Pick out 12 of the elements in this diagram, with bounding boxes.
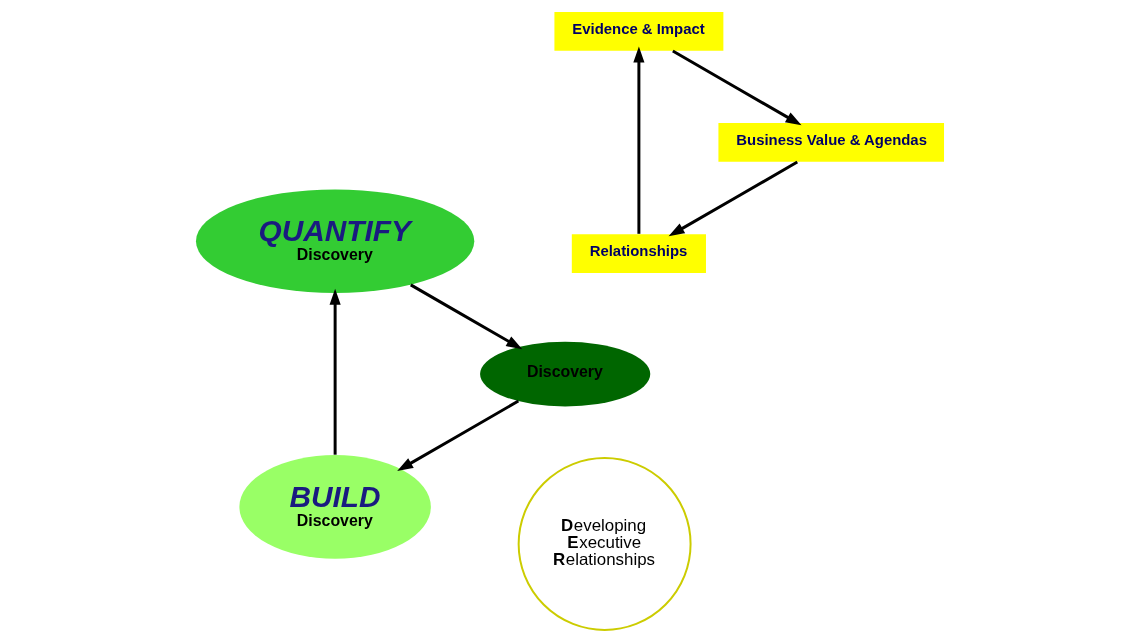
node-ellipse: Discovery <box>480 341 651 407</box>
arrow <box>329 288 341 455</box>
node-box: Evidence & Impact <box>554 12 724 51</box>
arrow <box>668 160 799 237</box>
arrow <box>633 46 645 234</box>
node-ellipse: QUANTIFY Discovery <box>196 189 475 294</box>
node-box: Relationships <box>571 234 706 273</box>
node-box: Business Value & Agendas <box>718 123 944 162</box>
arrow <box>410 283 523 350</box>
arrow <box>397 399 520 472</box>
arrow <box>672 49 802 126</box>
node-circle: Developing Executive Relationships <box>517 457 692 631</box>
